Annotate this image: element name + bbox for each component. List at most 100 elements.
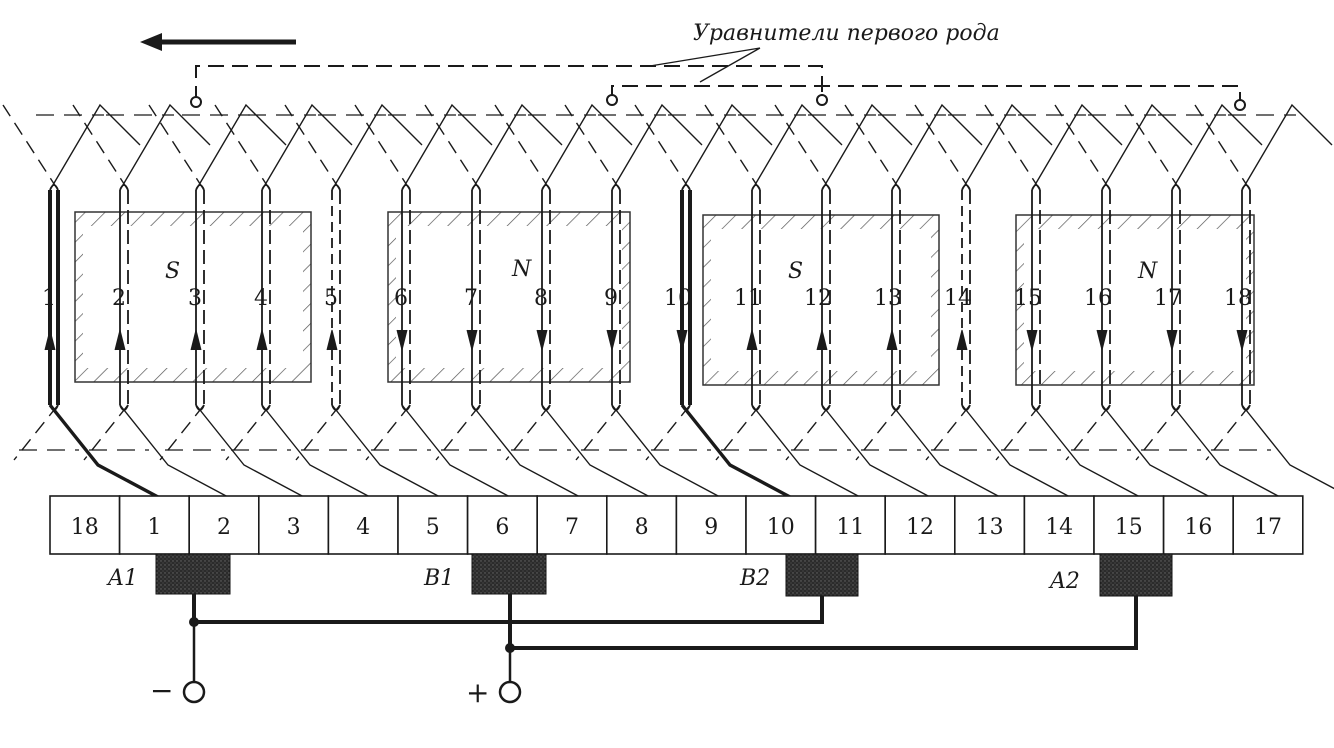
end-connection-bottom	[541, 404, 651, 498]
slot-label: 4	[254, 286, 268, 311]
armature-winding	[2, 103, 1334, 499]
slot-label: 10	[664, 286, 692, 311]
end-connection-bottom-back	[785, 404, 831, 461]
end-connection-bottom-back	[1065, 404, 1111, 461]
end-connection-bottom	[401, 404, 511, 498]
end-connection-bottom	[119, 404, 229, 498]
end-connection-top-back	[1054, 104, 1111, 191]
slot-label: 14	[944, 286, 972, 311]
end-connection-bottom	[961, 404, 1071, 498]
end-connection-top	[1031, 103, 1123, 191]
brush-label: A2	[1048, 569, 1080, 594]
end-connection-bottom	[195, 404, 305, 498]
end-connection-bottom	[891, 404, 1001, 498]
end-connection-bottom	[261, 404, 371, 498]
commutator-segment	[536, 495, 608, 555]
end-connection-top	[331, 103, 423, 191]
equalizer-line-2	[611, 85, 1241, 105]
brush	[785, 553, 859, 597]
equalizer-node	[1234, 99, 1246, 111]
end-connection-bottom-back	[505, 404, 551, 461]
end-connection-bottom	[471, 404, 581, 498]
commutator-segment-label: 18	[71, 515, 99, 540]
current-arrow-up-icon	[956, 329, 968, 351]
end-connection-bottom-back	[715, 404, 761, 461]
commutator-segment-label: 1	[147, 515, 161, 540]
slot-label: 15	[1014, 286, 1042, 311]
end-connection-top-back	[494, 104, 551, 191]
end-connection-bottom-back	[295, 404, 341, 461]
brush	[1099, 553, 1173, 597]
current-arrow-up-icon	[190, 329, 202, 351]
end-connection-bottom-back	[645, 404, 691, 461]
slot-label: 2	[112, 286, 126, 311]
commutator-segment-label: 10	[767, 515, 795, 540]
end-connection-bottom-back	[365, 404, 411, 461]
pole-label: S	[788, 259, 803, 284]
end-connection-bottom	[1031, 404, 1141, 498]
end-connection-top-back	[424, 104, 481, 191]
end-connection-top	[471, 103, 563, 191]
brush	[155, 553, 231, 595]
equalizer-pointer	[649, 47, 761, 83]
commutator-segment-label: 13	[976, 515, 1004, 540]
end-connection-top	[821, 103, 913, 191]
slot-label: 18	[1224, 286, 1252, 311]
end-connection-bottom-back	[159, 404, 205, 461]
end-connection-top	[401, 103, 493, 191]
end-connection-top-back	[634, 104, 691, 191]
end-connection-bottom-back	[225, 404, 271, 461]
commutator-segment-label: 5	[426, 515, 440, 540]
current-arrow-down-icon	[466, 329, 478, 351]
end-connection-top-back	[704, 104, 761, 191]
negative-terminal-label: −	[150, 674, 173, 707]
current-arrow-down-icon	[1236, 329, 1248, 351]
commutator-segment	[1023, 495, 1095, 555]
commutator-segment-label: 15	[1115, 515, 1143, 540]
slot-label: 13	[874, 286, 902, 311]
positive-terminal-label: +	[466, 676, 489, 709]
equalizer-node	[816, 94, 828, 106]
end-connection-bottom-back	[995, 404, 1041, 461]
current-arrow-up-icon	[114, 329, 126, 351]
end-connection-top	[195, 103, 287, 191]
slot-label: 3	[188, 286, 202, 311]
end-connection-top-back	[844, 104, 901, 191]
rotation-arrow-icon	[140, 33, 296, 51]
end-connection-top	[1101, 103, 1193, 191]
slot-label: 17	[1154, 286, 1182, 311]
end-connection-top-back	[2, 104, 59, 191]
brush-label: A1	[106, 566, 138, 591]
end-connection-bottom	[331, 404, 441, 498]
commutator-segment-label: 8	[635, 515, 649, 540]
slot-label: 7	[464, 286, 478, 311]
commutator-segment	[466, 495, 539, 555]
positive-terminal-icon	[498, 680, 522, 704]
end-connection-bottom	[48, 403, 159, 499]
end-connection-top	[611, 103, 703, 191]
commutator-segment	[118, 495, 190, 555]
commutator-segment-label: 12	[906, 515, 934, 540]
end-connection-top	[1241, 103, 1333, 191]
end-connection-top-back	[72, 104, 129, 191]
end-connection-top-back	[148, 104, 205, 191]
slot-label: 12	[804, 286, 832, 311]
end-connection-bottom-back	[925, 404, 971, 461]
equalizer-line-1	[195, 65, 823, 102]
current-arrow-down-icon	[1166, 329, 1178, 351]
slot-label: 16	[1084, 286, 1112, 311]
pole-inner	[396, 226, 622, 368]
commutator-segment-label: 16	[1184, 515, 1212, 540]
equalizer-title: Уравнители первого рода	[693, 21, 1000, 46]
current-arrow-down-icon	[1026, 329, 1038, 351]
commutator-segment	[397, 495, 469, 555]
commutator-segment-label: 14	[1045, 515, 1073, 540]
commutator-segment-label: 17	[1254, 515, 1282, 540]
current-arrow-up-icon	[746, 329, 758, 351]
brush-label: B2	[739, 566, 770, 591]
end-connection-top-back	[354, 104, 411, 191]
end-connection-top	[751, 103, 843, 191]
